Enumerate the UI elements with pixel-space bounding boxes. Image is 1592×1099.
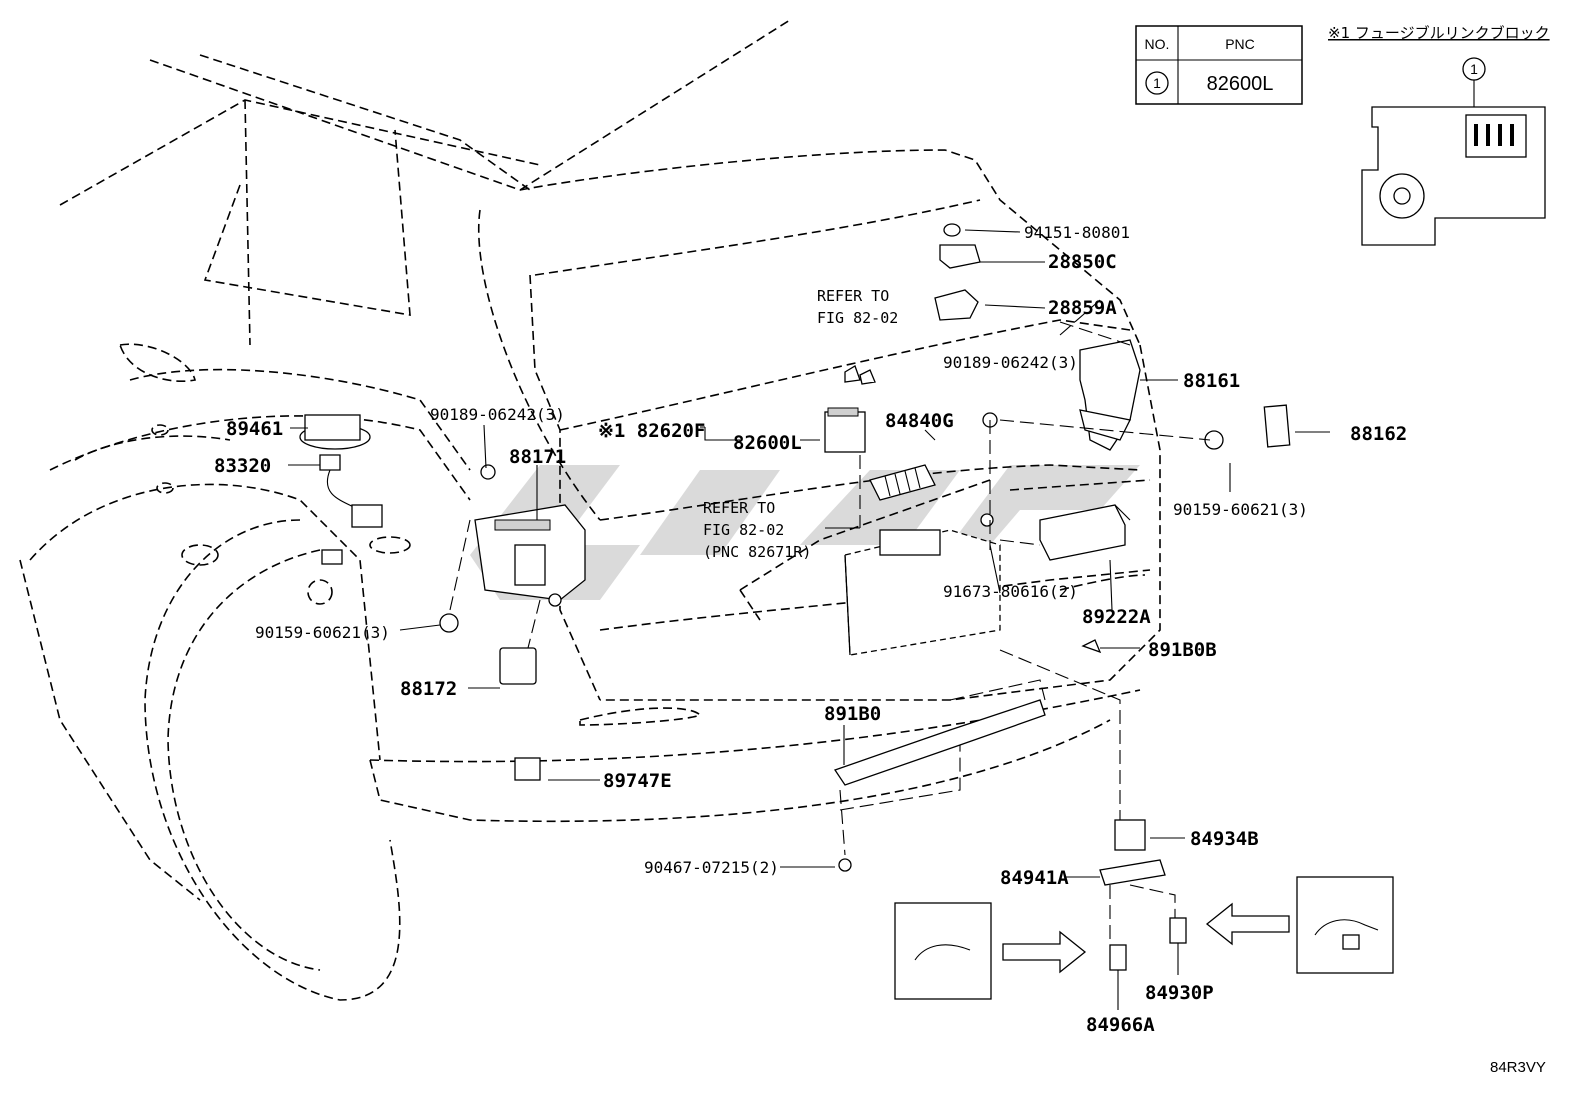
label-84930p: 84930P: [1145, 982, 1214, 1004]
label-89747e: 89747E: [603, 770, 672, 792]
label-891b0b: 891B0B: [1148, 639, 1217, 661]
label-891b0: 891B0: [824, 703, 881, 725]
leader-lines: [288, 229, 1330, 1010]
label-90189-06242-left: 90189-06242(3): [430, 405, 565, 424]
terminal-parts: [934, 223, 981, 321]
pnc-table: NO. PNC 1 82600L: [1135, 25, 1303, 105]
label-88161: 88161: [1183, 370, 1240, 392]
refer-note-1-line2: FIG 82-02: [817, 309, 898, 327]
table-header-pnc: PNC: [1225, 36, 1255, 52]
table-header-no: NO.: [1145, 36, 1170, 52]
label-90467-07215: 90467-07215(2): [644, 858, 779, 877]
relay-box-88171: [474, 504, 586, 607]
ecu-89222a: [1039, 504, 1131, 561]
part-89747e-shape: [514, 757, 541, 781]
label-94151-80801: 94151-80801: [1024, 223, 1130, 242]
label-82620f: ※1 82620F: [598, 420, 705, 442]
label-89461: 89461: [226, 418, 283, 440]
switch-parts-lower: [1099, 819, 1187, 971]
arrow-left: [1205, 902, 1290, 946]
inset-title: ※1 フュージブルリンクブロック: [1328, 24, 1550, 42]
label-88172: 88172: [400, 678, 457, 700]
bracket-88161: [1079, 339, 1141, 451]
label-28850c: 28850C: [1048, 251, 1117, 273]
switch-84840g: [869, 464, 936, 501]
label-82600l: 82600L: [733, 432, 802, 454]
relay-88172-part: [499, 647, 537, 685]
refer-note-2-line2: FIG 82-02: [703, 521, 784, 539]
label-90159-60621-right: 90159-60621(3): [1173, 500, 1308, 519]
figure-code: 84R3VY: [1490, 1059, 1546, 1076]
refer-note-1-line1: REFER TO: [817, 287, 889, 305]
refer-note-2-line3: (PNC 82671R): [703, 543, 811, 561]
table-row-pnc: 82600L: [1207, 73, 1274, 95]
vehicle-outline: [19, 19, 1161, 1001]
label-84966a: 84966A: [1086, 1014, 1155, 1036]
battery-shape: [844, 529, 1001, 656]
label-88171: 88171: [509, 446, 566, 468]
inset-fusible-link-block: ※1 フュージブルリンクブロック 1: [1328, 24, 1550, 246]
inset-callout-number: 1: [1470, 61, 1478, 77]
label-28859a: 28859A: [1048, 297, 1117, 319]
table-row-no: 1: [1153, 75, 1161, 91]
label-83320: 83320: [214, 455, 271, 477]
refer-note-2-line1: REFER TO: [703, 499, 775, 517]
arrow-right: [1002, 930, 1087, 974]
label-88162: 88162: [1350, 423, 1407, 445]
lock-symbol-box: [1296, 876, 1394, 974]
label-84840g: 84840G: [885, 410, 954, 432]
vehicle-symbol-box: [894, 902, 992, 1000]
label-90159-60621-left: 90159-60621(3): [255, 623, 390, 642]
label-90189-06242-right: 90189-06242(3): [943, 353, 1078, 372]
label-84941a: 84941A: [1000, 867, 1069, 889]
label-89222a: 89222A: [1082, 606, 1151, 628]
bracket-891b0: [833, 699, 1046, 786]
label-84934b: 84934B: [1190, 828, 1259, 850]
part-88162-shape: [1263, 404, 1291, 448]
table-circle: [1145, 71, 1169, 95]
label-91673-80616: 91673-80616(2): [943, 582, 1078, 601]
fuse-block-82600l: [824, 365, 866, 453]
